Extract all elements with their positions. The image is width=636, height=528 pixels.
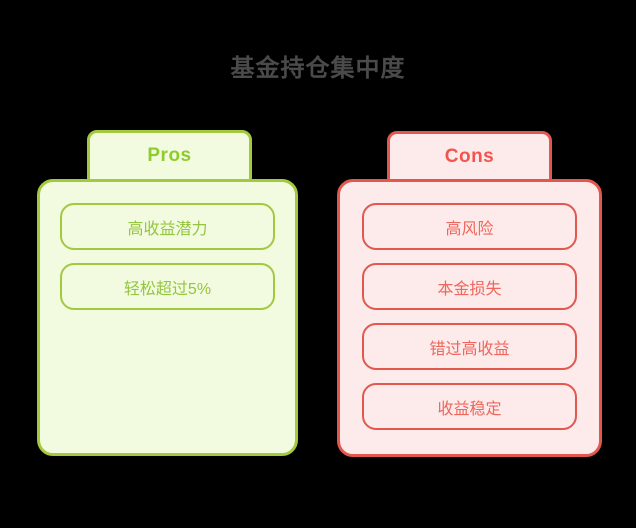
cons-item: 高风险	[362, 203, 577, 250]
pros-item-label: 高收益潜力	[127, 220, 208, 238]
cons-item: 本金损失	[362, 263, 577, 310]
pros-item-label: 轻松超过5%	[123, 280, 212, 298]
pros-item: 轻松超过5%	[60, 263, 275, 310]
pros-item: 高收益潜力	[60, 203, 275, 250]
pros-header-tab: Pros	[87, 130, 252, 188]
pros-panel: 高收益潜力 轻松超过5%	[37, 179, 298, 456]
cons-item-label: 高风险	[445, 220, 494, 238]
cons-item-label: 收益稳定	[437, 400, 502, 418]
cons-header-label: Cons	[444, 146, 495, 167]
cons-item-label: 错过高收益	[429, 340, 510, 358]
cons-panel: 高风险 本金损失 错过高收益 收益稳定	[337, 179, 602, 457]
cons-item-label: 本金损失	[437, 280, 502, 298]
cons-item: 错过高收益	[362, 323, 577, 370]
diagram-title: 基金持仓集中度	[230, 55, 406, 82]
pros-header-label: Pros	[147, 145, 192, 166]
cons-item: 收益稳定	[362, 383, 577, 430]
